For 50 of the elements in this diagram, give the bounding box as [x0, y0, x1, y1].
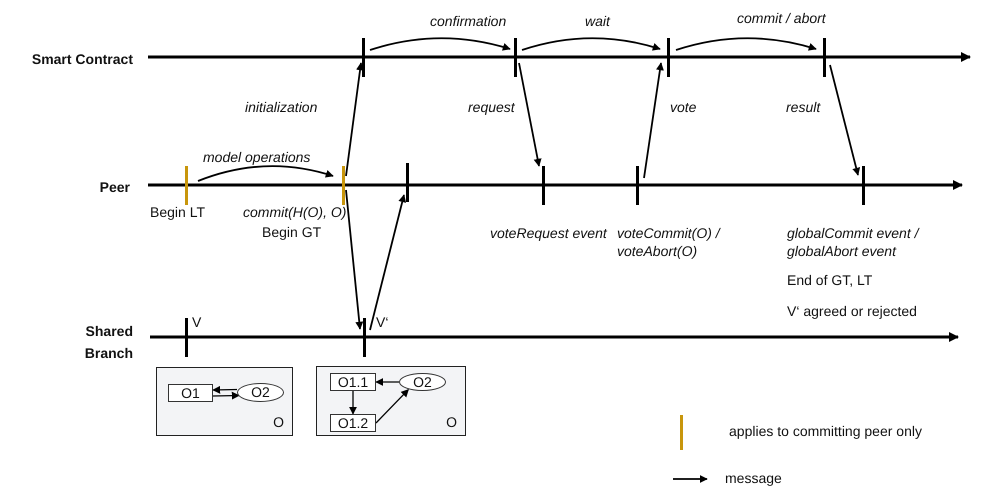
- message-arrow: [349, 391, 357, 415]
- object-box: O1.2: [330, 414, 376, 432]
- object-ellipse: O2: [399, 373, 446, 391]
- message-arrow: [198, 165, 334, 182]
- event-tick: [666, 38, 670, 77]
- legend-text: message: [725, 469, 782, 487]
- legend-text: applies to committing peer only: [729, 422, 922, 440]
- event-tick: [514, 38, 516, 77]
- event-label: voteCommit(O) / voteAbort(O): [617, 224, 722, 260]
- event-label: V‘ agreed or rejected: [787, 302, 917, 320]
- edge-label: request: [468, 98, 515, 116]
- message-arrow: [518, 62, 542, 167]
- event-label: Begin LT: [150, 203, 205, 221]
- object-ellipse: O2: [237, 383, 284, 402]
- lifeline-label: Smart Contract: [30, 50, 133, 69]
- edge-label: result: [786, 98, 820, 116]
- message-arrow: [376, 388, 409, 424]
- message-arrow: [212, 392, 240, 400]
- edge-label: initialization: [245, 98, 318, 116]
- object-box: O1.1: [330, 373, 376, 391]
- event-label: globalCommit event / globalAbort event: [787, 224, 920, 260]
- event-tick: [406, 163, 408, 202]
- object-box: O1: [168, 384, 213, 402]
- panel-label: O: [446, 413, 457, 431]
- message-arrow: [212, 386, 238, 394]
- event-label: voteRequest event: [490, 224, 608, 242]
- message-arrow: [370, 37, 511, 51]
- event-label: V: [192, 313, 202, 331]
- message-arrow: [643, 62, 664, 178]
- event-tick: [822, 38, 826, 77]
- object-panel: [316, 366, 466, 436]
- message-arrow: [676, 37, 817, 51]
- lifeline-label: Shared Branch: [84, 322, 133, 363]
- lifeline-label: Peer: [98, 178, 130, 197]
- event-tick: [362, 38, 364, 77]
- message-arrow: [345, 190, 364, 330]
- message-arrow: [375, 378, 399, 386]
- edge-label: commit / abort: [737, 9, 826, 27]
- message-arrow: [345, 62, 364, 176]
- edge-label: vote: [670, 98, 696, 116]
- object-panel: [156, 367, 293, 436]
- event-label: commit(H(O), O): [243, 203, 348, 221]
- panel-label: O: [273, 413, 284, 431]
- event-label: End of GT, LT: [787, 271, 872, 289]
- edge-label: wait: [585, 12, 610, 30]
- edge-label: confirmation: [430, 12, 506, 30]
- edge-label: model operations: [203, 148, 310, 166]
- event-label: Begin GT: [262, 223, 322, 241]
- event-label: V‘: [376, 313, 388, 331]
- message-arrow: [522, 37, 661, 51]
